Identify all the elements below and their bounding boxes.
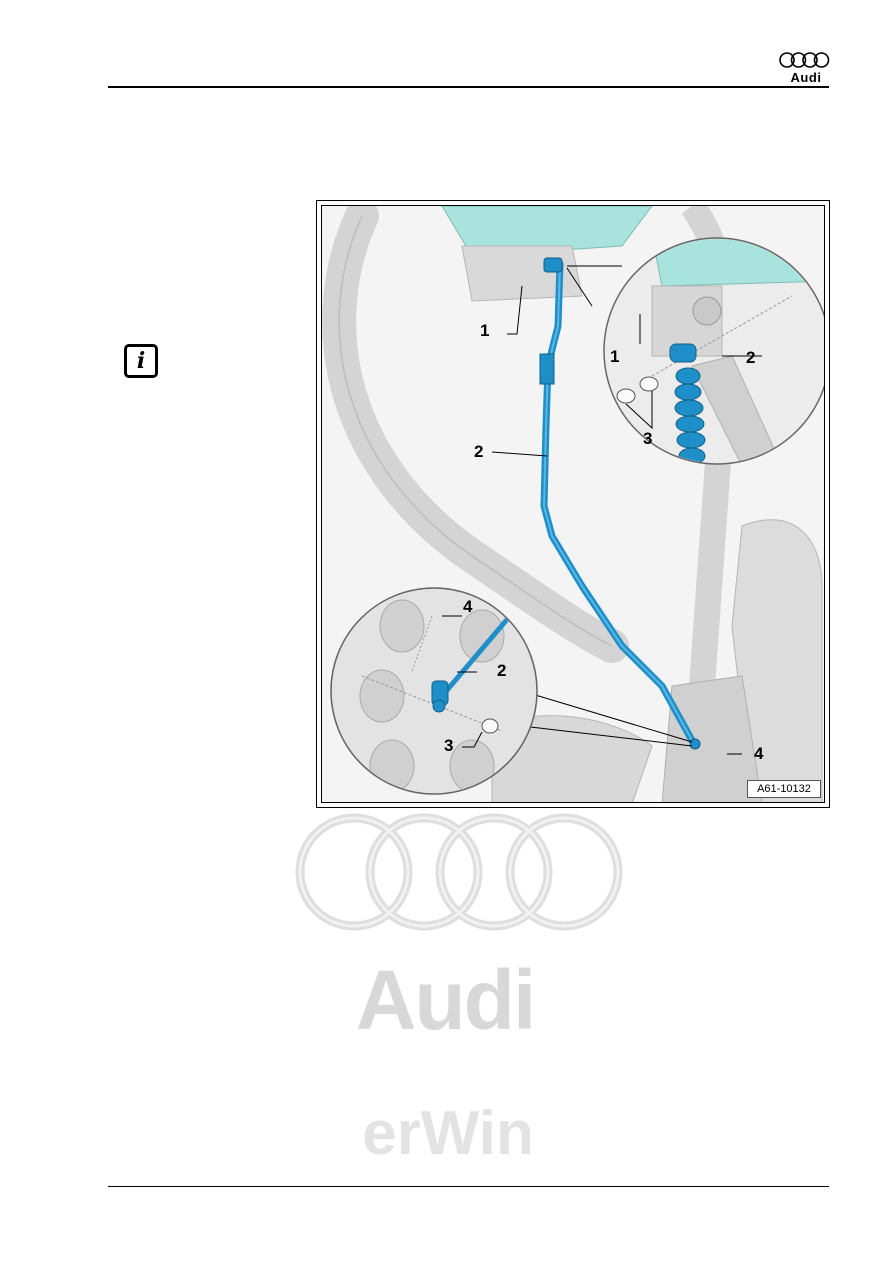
watermark-brand-text: Audi (320, 952, 570, 1049)
four-rings-logo-icon (778, 50, 832, 70)
callout-3-detail-top: 3 (643, 429, 652, 449)
callout-2-detail-bottom: 2 (497, 661, 506, 681)
four-rings-watermark-icon (284, 810, 624, 934)
header-logo (778, 50, 832, 70)
info-icon: i (124, 344, 158, 378)
callout-3-detail-bottom: 3 (444, 736, 453, 756)
brand-logo-text: Audi (784, 70, 828, 85)
callout-2-detail-top: 2 (746, 348, 755, 368)
header-rule (108, 86, 829, 88)
callout-4-main: 4 (754, 744, 763, 764)
callout-1-main: 1 (480, 321, 489, 341)
figure-id-label: A61-10132 (747, 780, 821, 798)
callout-4-detail-bottom: 4 (463, 597, 472, 617)
callout-1-detail: 1 (610, 347, 619, 367)
illustration-drawing (322, 206, 825, 803)
info-glyph: i (127, 347, 155, 375)
callout-2-main: 2 (474, 442, 483, 462)
footer-rule (108, 1186, 829, 1187)
watermark-tool-text: erWin (338, 1098, 558, 1169)
technical-illustration: 1 2 1 2 3 4 2 3 4 A61-10132 (321, 205, 825, 803)
figure-frame: 1 2 1 2 3 4 2 3 4 A61-10132 (316, 200, 830, 808)
